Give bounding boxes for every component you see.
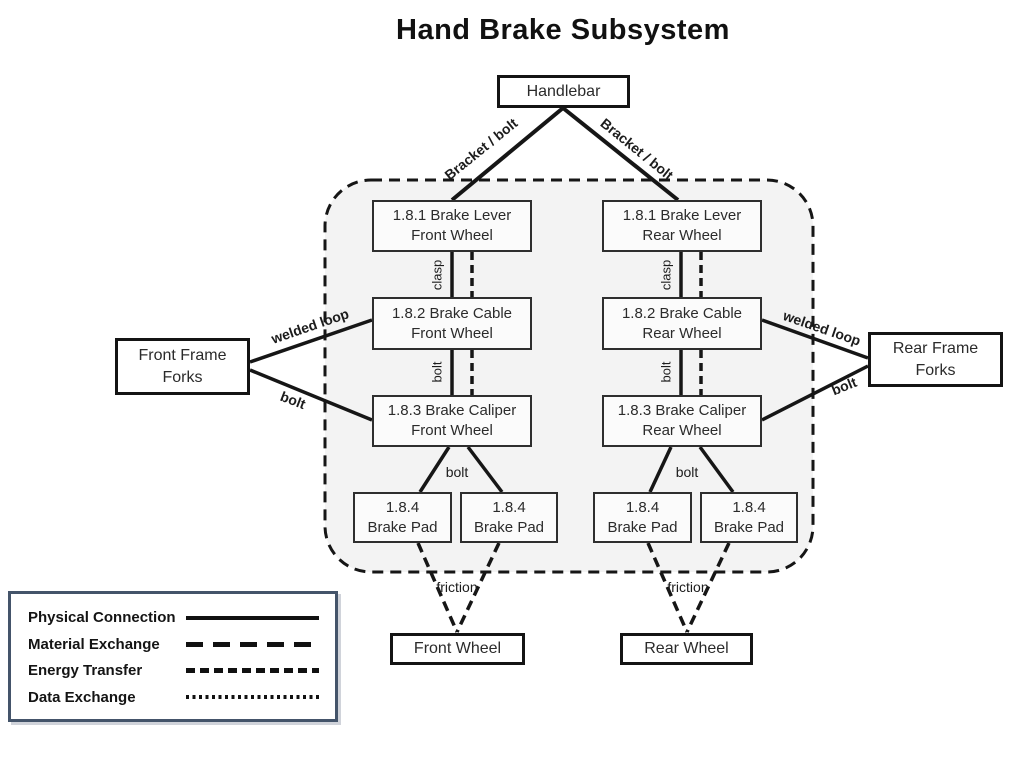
edge-label-pad-bolt-rear: bolt — [675, 464, 699, 480]
subsystem-boundary — [323, 178, 815, 574]
node-rear-frame-forks: Rear Frame Forks — [868, 332, 1003, 387]
edge-rear-padleft-wheel — [646, 542, 689, 633]
edge-label-clasp-front: clasp — [429, 259, 445, 291]
node-rear-brake-caliper: 1.8.3 Brake Caliper Rear Wheel — [602, 395, 762, 447]
edge-handlebar-front-lever — [450, 106, 565, 202]
edge-front-caliper-padright — [466, 445, 504, 494]
node-front-brake-pad-right-line2: Brake Pad — [473, 518, 545, 536]
edge-label-bolt-front: bolt — [429, 361, 445, 383]
edge-label-friction-rear: friction — [667, 579, 709, 595]
node-front-brake-pad-right: 1.8.4 Brake Pad — [460, 492, 558, 543]
node-front-brake-pad-left: 1.8.4 Brake Pad — [353, 492, 452, 543]
node-rear-wheel: Rear Wheel — [620, 633, 753, 665]
edge-front-padright-wheel — [455, 542, 501, 633]
node-handlebar: Handlebar — [497, 75, 630, 108]
node-front-wheel-label: Front Wheel — [413, 640, 502, 658]
node-front-brake-pad-left-line1: 1.8.4 — [385, 498, 420, 516]
node-rear-brake-pad-left: 1.8.4 Brake Pad — [593, 492, 692, 543]
node-handlebar-label: Handlebar — [526, 82, 601, 100]
node-front-brake-lever: 1.8.1 Brake Lever Front Wheel — [372, 200, 532, 252]
node-rear-brake-pad-right-line1: 1.8.4 — [732, 498, 766, 516]
node-front-brake-pad-right-line1: 1.8.4 — [492, 498, 526, 516]
edge-rearforks-cable — [761, 318, 869, 360]
legend-label-physical-connection: Physical Connection — [28, 609, 176, 626]
node-front-brake-cable-line2: Front Wheel — [411, 324, 493, 342]
node-front-brake-caliper: 1.8.3 Brake Caliper Front Wheel — [372, 395, 532, 447]
node-rear-brake-cable-line2: Rear Wheel — [642, 324, 722, 342]
node-front-frame-forks-line2: Forks — [162, 368, 203, 386]
edge-label-friction-front: friction — [436, 579, 478, 595]
edge-frontforks-cable — [249, 318, 373, 364]
legend: Physical Connection Material Exchange En… — [8, 591, 338, 722]
edge-front-padleft-wheel — [416, 542, 459, 633]
legend-label-data-exchange: Data Exchange — [28, 688, 136, 706]
legend-line-dotted-sample — [186, 695, 319, 700]
legend-label-energy-transfer: Energy Transfer — [28, 662, 143, 680]
node-front-brake-lever-line1: 1.8.1 Brake Lever — [392, 207, 512, 225]
page-title: Hand Brake Subsystem — [396, 14, 730, 46]
node-rear-wheel-label: Rear Wheel — [644, 640, 729, 658]
edge-frontforks-caliper — [249, 368, 373, 422]
node-front-frame-forks: Front Frame Forks — [115, 338, 250, 395]
node-rear-frame-forks-line2: Forks — [915, 361, 956, 379]
node-rear-brake-pad-left-line1: 1.8.4 — [625, 498, 660, 516]
legend-row-physical-connection: Physical Connection — [28, 605, 321, 630]
node-rear-brake-cable-line1: 1.8.2 Brake Cable — [621, 304, 743, 322]
node-rear-brake-pad-left-line2: Brake Pad — [607, 518, 678, 536]
legend-line-solid-sample — [186, 615, 319, 620]
edge-front-caliper-padleft — [418, 446, 451, 493]
legend-line-long-dash-sample — [186, 641, 319, 647]
edge-rear-caliper-padright — [698, 445, 735, 494]
edge-rear-padright-wheel — [685, 542, 731, 633]
node-front-brake-cable: 1.8.2 Brake Cable Front Wheel — [372, 297, 532, 350]
edge-label-bolt-rear: bolt — [658, 361, 674, 383]
edge-rearforks-caliper — [761, 364, 869, 422]
legend-row-energy-transfer: Energy Transfer — [28, 658, 321, 683]
legend-row-material-exchange: Material Exchange — [28, 632, 321, 657]
edge-rear-caliper-padleft — [648, 446, 673, 493]
node-rear-frame-forks-line1: Rear Frame — [892, 340, 979, 358]
node-front-frame-forks-line1: Front Frame — [138, 347, 227, 365]
node-rear-brake-lever-line1: 1.8.1 Brake Lever — [622, 207, 742, 225]
node-front-brake-lever-line2: Front Wheel — [411, 227, 493, 244]
edge-label-pad-bolt-front: bolt — [445, 464, 469, 480]
node-front-brake-cable-line1: 1.8.2 Brake Cable — [391, 304, 513, 322]
node-front-brake-caliper-line2: Front Wheel — [411, 422, 493, 439]
node-rear-brake-lever: 1.8.1 Brake Lever Rear Wheel — [602, 200, 762, 252]
node-rear-brake-pad-right-line2: Brake Pad — [713, 518, 785, 536]
legend-row-data-exchange: Data Exchange — [28, 685, 321, 710]
edge-handlebar-rear-lever — [561, 106, 680, 202]
node-rear-brake-pad-right: 1.8.4 Brake Pad — [700, 492, 798, 543]
legend-line-dash-sample — [186, 668, 319, 674]
node-front-wheel: Front Wheel — [390, 633, 525, 665]
node-rear-brake-lever-line2: Rear Wheel — [642, 227, 722, 244]
node-rear-brake-caliper-line1: 1.8.3 Brake Caliper — [617, 402, 747, 420]
edge-label-clasp-rear: clasp — [658, 259, 674, 291]
node-rear-brake-cable: 1.8.2 Brake Cable Rear Wheel — [602, 297, 762, 350]
legend-label-material-exchange: Material Exchange — [28, 635, 160, 653]
node-rear-brake-caliper-line2: Rear Wheel — [642, 422, 722, 439]
node-front-brake-pad-left-line2: Brake Pad — [367, 518, 438, 536]
node-front-brake-caliper-line1: 1.8.3 Brake Caliper — [387, 402, 517, 420]
